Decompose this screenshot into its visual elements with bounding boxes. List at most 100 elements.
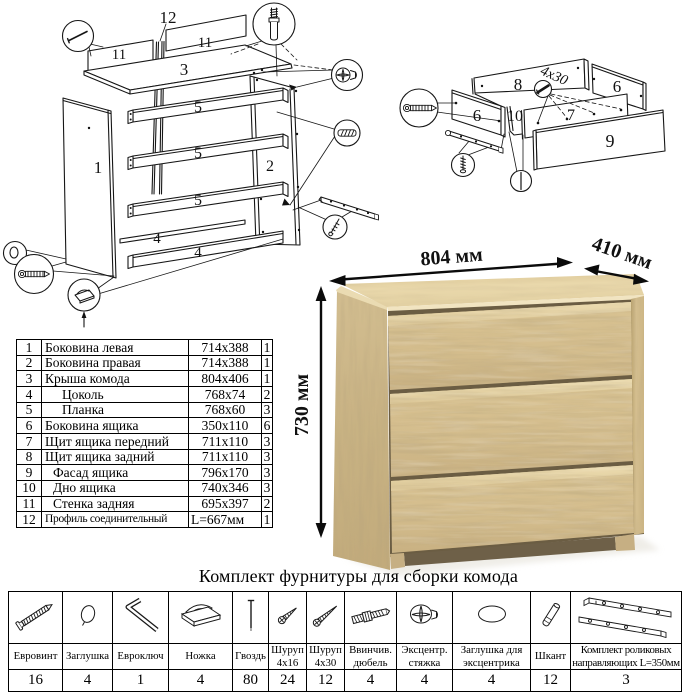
- carcass-rail-icon: [318, 196, 379, 221]
- part-qty: 3: [261, 464, 273, 481]
- part-size: 714x388: [188, 339, 262, 356]
- drawer-back-shield: [471, 58, 590, 95]
- hardware-qty: 12: [530, 669, 571, 692]
- part-name: Боковина левая: [41, 339, 189, 356]
- part-name: Щит ящика задний: [41, 448, 189, 466]
- width-dimension-label: 804 мм: [420, 244, 484, 271]
- hardware-qty: 4: [168, 669, 233, 692]
- part-qty: 2: [261, 495, 273, 513]
- side-top-edge: [336, 286, 387, 310]
- part-number: 6: [16, 417, 42, 434]
- part-name: Цоколь: [41, 385, 189, 403]
- part-size: 714x388: [188, 354, 262, 372]
- part-label-12: 12: [160, 8, 177, 27]
- part-name: Щит ящика передний: [41, 432, 189, 450]
- parts-table-row: 2 Боковина правая 714x388 1: [16, 354, 273, 372]
- cabinet-right-stile: [631, 296, 644, 535]
- foot-icon-cell: [168, 591, 233, 644]
- parts-table: 1 Боковина левая 714x388 1 2 Боковина пр…: [16, 339, 273, 528]
- eccentric-cap-icon-cell: [452, 591, 531, 644]
- screw-small-icon: [459, 155, 467, 174]
- part-label-6-left: 6: [473, 106, 482, 125]
- hardware-name: Шуруп 4x30: [306, 643, 345, 670]
- exploded-diagrams: 1 2 3 4 4 5 5 5 11 11 12: [2, 2, 666, 328]
- drawer-front-3: [391, 465, 634, 553]
- carcass-plank-bottom: [127, 181, 289, 219]
- part-number: 1: [16, 339, 42, 356]
- eccentric-icon-cell: [396, 591, 453, 644]
- part-size: 804x406: [188, 370, 262, 387]
- part-label-5-top: 5: [194, 99, 202, 116]
- carcass-left-side-panel: [62, 97, 117, 279]
- carcass-top-board: [83, 44, 293, 95]
- confirmat-callout: [399, 88, 439, 128]
- drawer-screw-callout: [450, 152, 476, 178]
- part-size: 350x110: [188, 417, 262, 434]
- carcass-exploded-diagram: 1 2 3 4 4 5 5 5 11 11 12: [2, 2, 379, 328]
- part-name: Боковина правая: [41, 354, 189, 372]
- hardware-name: Ножка: [168, 643, 233, 670]
- wood-dowel-callout: [333, 119, 361, 147]
- part-qty: 3: [261, 448, 273, 466]
- part-qty: 1: [261, 354, 273, 372]
- part-name: Стенка задняя: [41, 495, 189, 513]
- part-label-1: 1: [94, 158, 103, 177]
- eurovint-icon: [14, 604, 53, 631]
- part-qty: 3: [261, 479, 273, 497]
- dresser-cabinet: [333, 274, 644, 570]
- parts-table-row: 3 Крыша комода 804x406 1: [16, 370, 273, 387]
- hardware-table: Евровинт Заглушка Евроключ Ножка Гвоздь …: [8, 591, 682, 692]
- eccentric-icon: [409, 604, 438, 624]
- part-size: 740x346: [188, 479, 262, 497]
- cap-callout: [2, 240, 28, 266]
- drawer-facade: [532, 109, 666, 171]
- hardware-name: Заглушка для эксцентрика: [452, 643, 531, 670]
- leader-arrowheads: [282, 84, 297, 206]
- shkant-icon: [541, 602, 560, 627]
- part-number: 7: [16, 432, 42, 450]
- part-name: Фасад ящика: [41, 464, 189, 481]
- hardware-name: Ввинчив. дюбель: [344, 643, 397, 670]
- part-size: 768x74: [188, 385, 262, 403]
- part-number: 8: [16, 448, 42, 466]
- drawer-bottom-board: [506, 105, 523, 136]
- top-front-edge: [387, 295, 644, 311]
- hardware-qty: 4: [344, 669, 397, 692]
- cap-icon-cell: [62, 591, 113, 644]
- part-name: Боковина ящика: [41, 417, 189, 434]
- foot-callout: [67, 278, 101, 328]
- hardware-name: Евроключ: [112, 643, 169, 670]
- screw-icon: [328, 218, 340, 237]
- screw-4x30-icon-cell: [306, 591, 345, 644]
- hardware-kit-title: Комплект фурнитуры для сборки комода: [198, 566, 519, 586]
- carcass-plinth-front: [127, 230, 284, 270]
- part-label-11-right: 11: [198, 35, 212, 51]
- drawer-side-left: [451, 89, 506, 138]
- height-dimension-label: 730 мм: [291, 374, 313, 436]
- part-name: Крыша комода: [41, 370, 189, 387]
- screw-4x30-icon: [535, 84, 550, 95]
- drawer-side-right: [591, 63, 647, 112]
- part-qty: 1: [261, 511, 273, 528]
- drawer-nail-callout: [509, 169, 533, 193]
- confirmat-screw-icon: [402, 103, 437, 113]
- parts-table-row: 1 Боковина левая 714x388 1: [16, 339, 273, 356]
- drawer-front-1: [388, 302, 632, 390]
- part-label-4-front: 4: [194, 245, 202, 261]
- part-number: 4: [16, 385, 42, 403]
- dresser-photo: 804 мм 410 мм 730 мм: [291, 238, 660, 576]
- part-number: 9: [16, 464, 42, 481]
- cap-icon: [9, 246, 19, 259]
- hardware-qty: 16: [8, 669, 63, 692]
- parts-table-row: 12 Профиль соединительный L=667мм 1: [16, 511, 273, 528]
- eccentric-cap-icon: [477, 605, 506, 623]
- nail-icon: [247, 599, 254, 631]
- part-size: 711x110: [188, 432, 262, 450]
- parts-table-row: 5 Планка 768x60 3: [16, 401, 273, 419]
- hardware-name: Евровинт: [8, 643, 63, 670]
- eccentric-cam-icon: [335, 67, 357, 83]
- screw-4x16-icon-cell: [268, 591, 307, 644]
- part-qty: 3: [261, 401, 273, 419]
- cabinet-top: [341, 274, 644, 307]
- rails-icon: [578, 597, 672, 639]
